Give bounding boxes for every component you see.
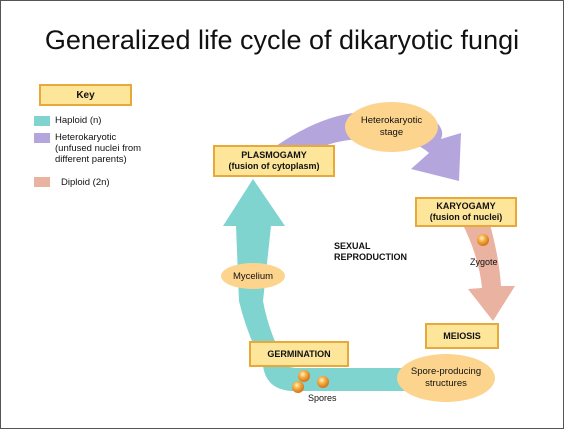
mycelium-ellipse: Mycelium bbox=[221, 263, 285, 289]
sexual-reproduction-label: SEXUAL REPRODUCTION bbox=[334, 241, 408, 262]
haploid-arrow-bottom bbox=[263, 366, 416, 391]
karyogamy-box: KARYOGAMY (fusion of nuclei) bbox=[415, 197, 517, 227]
page-title: Generalized life cycle of dikaryotic fun… bbox=[44, 25, 520, 55]
zygote-icon bbox=[477, 234, 489, 246]
plasmogamy-box: PLASMOGAMY (fusion of cytoplasm) bbox=[213, 145, 335, 177]
spore-icon bbox=[298, 370, 310, 382]
zygote-label: Zygote bbox=[470, 257, 498, 267]
key-swatch-haploid bbox=[34, 116, 50, 126]
key-label-diploid: Diploid (2n) bbox=[61, 177, 110, 188]
spore-icon bbox=[317, 376, 329, 388]
key-label-heterokaryotic: Heterokaryotic (unfused nuclei from diff… bbox=[55, 132, 142, 165]
key-swatch-heterokaryotic bbox=[34, 133, 50, 143]
heterokaryotic-stage-ellipse: Heterokaryotic stage bbox=[345, 102, 438, 152]
diploid-arrow bbox=[461, 221, 515, 321]
key-heading: Key bbox=[39, 84, 132, 106]
germination-box: GERMINATION bbox=[249, 341, 349, 367]
meiosis-box: MEIOSIS bbox=[425, 323, 499, 349]
spore-icon bbox=[292, 381, 304, 393]
spore-producing-structures-ellipse: Spore-producing structures bbox=[397, 354, 495, 402]
key-swatch-diploid bbox=[34, 177, 50, 187]
spores-label: Spores bbox=[308, 393, 337, 403]
key-label-haploid: Haploid (n) bbox=[55, 115, 102, 126]
